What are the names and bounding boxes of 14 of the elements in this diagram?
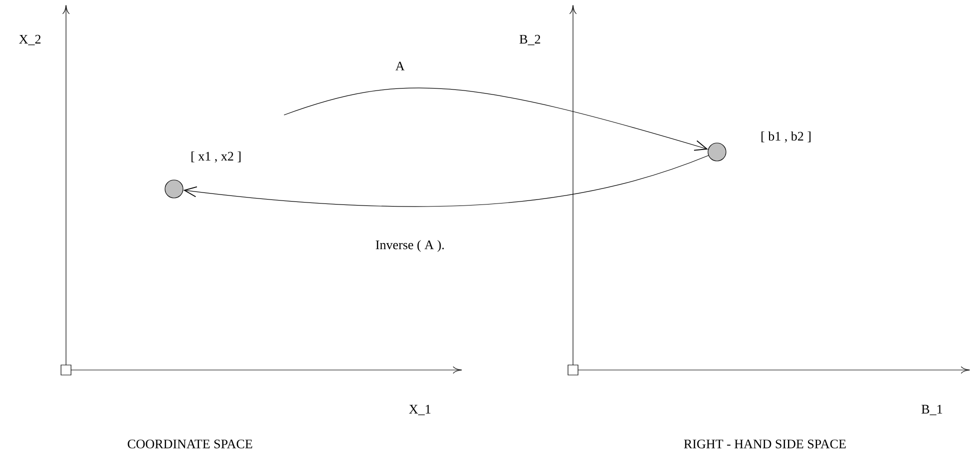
panel-caption: RIGHT - HAND SIDE SPACE: [684, 440, 846, 448]
axis-label: B_1: [922, 404, 942, 416]
point-circle: [164, 180, 184, 198]
panel-caption: COORDINATE SPACE: [128, 440, 252, 448]
point-label: [ b1 , b2 ]: [762, 131, 810, 142]
axis-label: B_2: [520, 34, 540, 46]
edge-label: A: [395, 62, 405, 70]
point-label: [ x1 , x2 ]: [192, 151, 240, 163]
curved-arrow: [183, 155, 709, 207]
axis-label: X_1: [409, 404, 430, 416]
axis-label: X_2: [19, 34, 40, 46]
point-circle: [708, 142, 726, 162]
curved-arrow: [284, 88, 708, 151]
edge-label: Inverse ( A ).: [376, 240, 444, 252]
